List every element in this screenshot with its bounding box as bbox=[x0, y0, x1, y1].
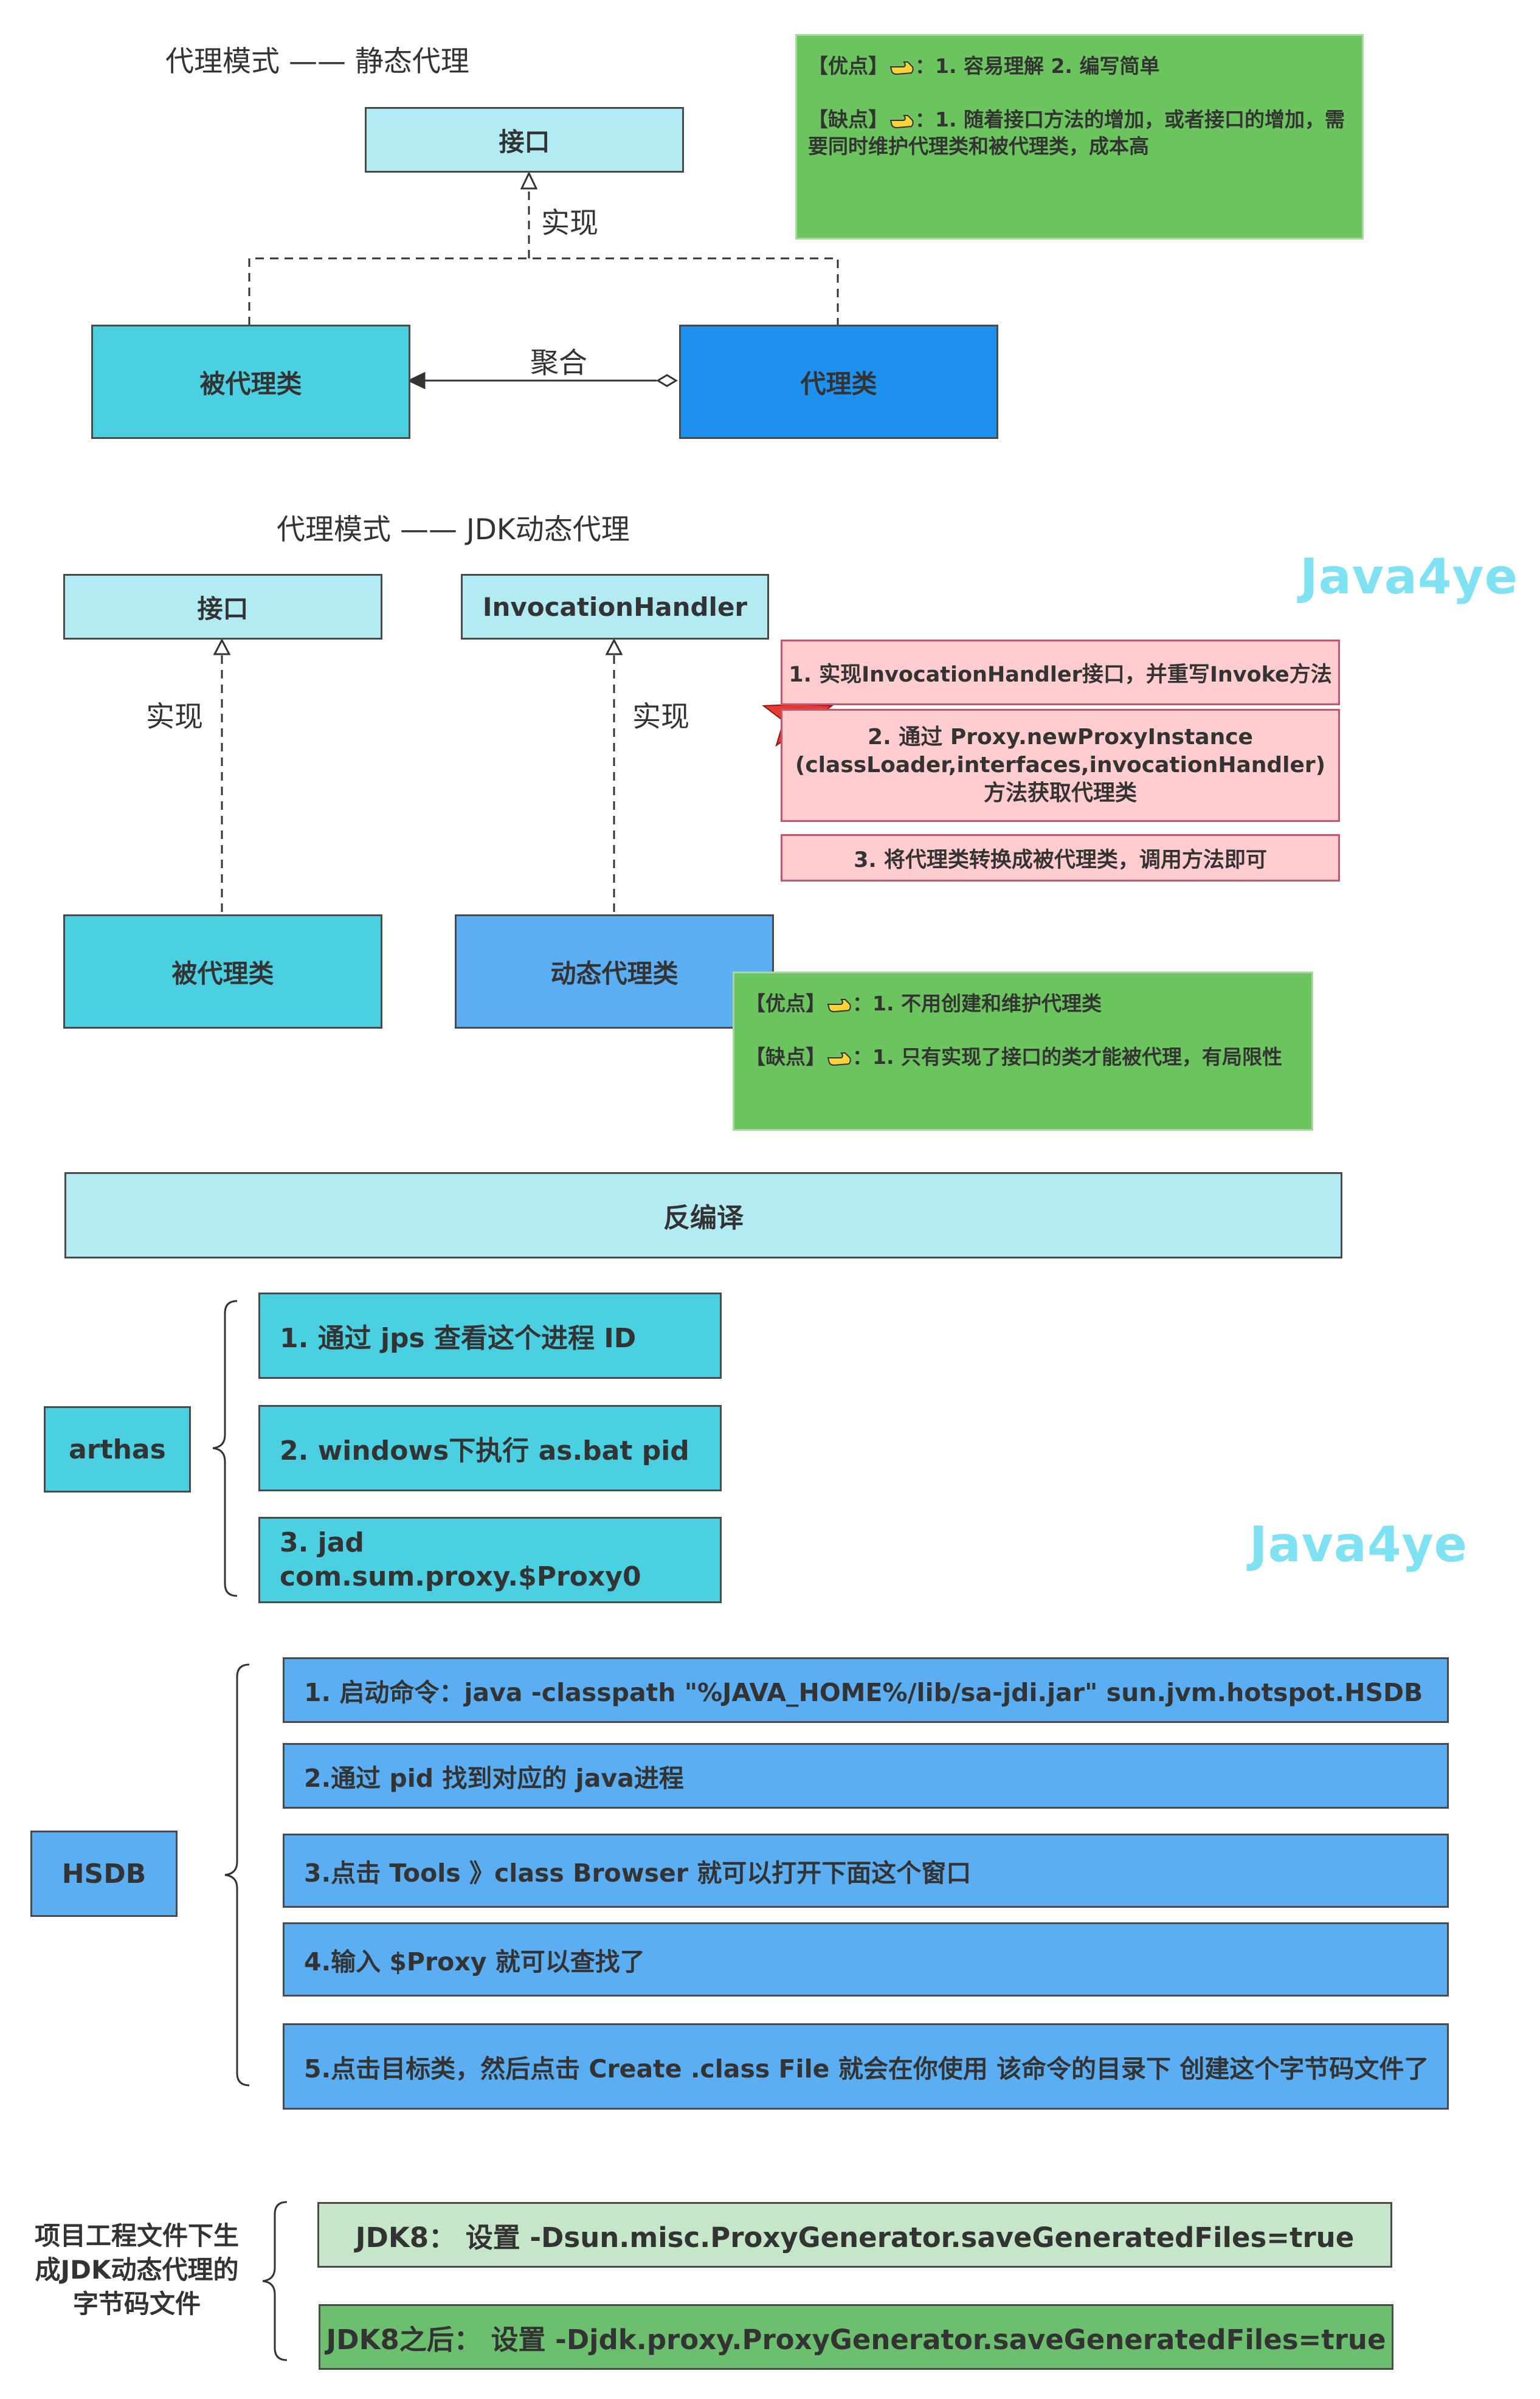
jdk-step1-box: 1. 实现InvocationHandler接口，并重写Invoke方法 bbox=[781, 640, 1340, 705]
hsdb-step-2: 2.通过 pid 找到对应的 java进程 bbox=[283, 1743, 1449, 1809]
bytecode-brace bbox=[262, 2201, 288, 2361]
static-pros-tag: 【优点】 bbox=[808, 54, 888, 78]
jdk-realization-lines bbox=[213, 638, 623, 912]
hsdb-step-3-label: 3.点击 Tools 》class Browser 就可以打开下面这个窗口 bbox=[304, 1859, 972, 1888]
jdk-step3-label: 3. 将代理类转换成被代理类，调用方法即可 bbox=[854, 847, 1267, 872]
watermark: Java4ye bbox=[1249, 1516, 1468, 1573]
pointing-hand-icon bbox=[889, 61, 914, 75]
aggregation-arrow bbox=[407, 371, 678, 390]
static-proxied-class-box: 被代理类 bbox=[91, 325, 410, 439]
hsdb-step-4: 4.输入 $Proxy 就可以查找了 bbox=[283, 1922, 1449, 1997]
static-cons-text: ：1. 随着接口方法的增加，或者接口的增加，需要同时维护代理类和被代理类，成本高 bbox=[808, 108, 1345, 158]
jdk-proxied-class-label: 被代理类 bbox=[171, 958, 274, 989]
decompile-title: 反编译 bbox=[663, 1203, 744, 1234]
hsdb-step-4-label: 4.输入 $Proxy 就可以查找了 bbox=[304, 1947, 645, 1976]
static-proxy-title: 代理模式 —— 静态代理 bbox=[165, 45, 469, 78]
static-interface-label: 接口 bbox=[499, 126, 550, 157]
jdk-after-8-setting-box: JDK8之后： 设置 -Djdk.proxy.ProxyGenerator.sa… bbox=[319, 2304, 1393, 2370]
jdk-step1-label: 1. 实现InvocationHandler接口，并重写Invoke方法 bbox=[789, 662, 1332, 687]
jdk-cons-text: ：1. 只有实现了接口的类才能被代理，有局限性 bbox=[852, 1045, 1282, 1069]
hsdb-label: HSDB bbox=[61, 1858, 147, 1890]
hsdb-step-2-label: 2.通过 pid 找到对应的 java进程 bbox=[304, 1764, 684, 1793]
hsdb-step-5-label: 5.点击目标类，然后点击 Create .class File 就会在你使用 该… bbox=[304, 2054, 1429, 2083]
static-pros-text: ：1. 容易理解 2. 编写简单 bbox=[915, 54, 1160, 78]
pointing-hand-icon bbox=[827, 998, 851, 1012]
jdk-step2-box: 2. 通过 Proxy.newProxyInstance (classLoade… bbox=[781, 709, 1340, 822]
jdk-proxy-title: 代理模式 —— JDK动态代理 bbox=[277, 513, 630, 547]
bytecode-label: 项目工程文件下生成JDK动态代理的字节码文件 bbox=[34, 2221, 239, 2319]
jdk-pros-tag: 【优点】 bbox=[745, 992, 826, 1015]
hsdb-label-box: HSDB bbox=[30, 1831, 178, 1917]
static-realization-lines bbox=[248, 171, 839, 325]
jdk8-setting-box: JDK8： 设置 -Dsun.misc.ProxyGenerator.saveG… bbox=[317, 2202, 1392, 2268]
jdk-interface-label: 接口 bbox=[197, 593, 249, 624]
jdk-step2-line2: (classLoader,interfaces,invocationHandle… bbox=[795, 753, 1326, 778]
static-implements-label: 实现 bbox=[541, 207, 598, 240]
arthas-brace bbox=[212, 1300, 238, 1597]
jdk-interface-box: 接口 bbox=[63, 574, 382, 640]
dynamic-proxy-class-box: 动态代理类 bbox=[455, 914, 774, 1029]
hsdb-step-5: 5.点击目标类，然后点击 Create .class File 就会在你使用 该… bbox=[283, 2023, 1449, 2110]
jdk-proxied-class-box: 被代理类 bbox=[63, 914, 382, 1029]
jdk-cons-tag: 【缺点】 bbox=[745, 1045, 826, 1069]
jdk-implements-right-label: 实现 bbox=[632, 700, 689, 734]
pointing-hand-icon bbox=[827, 1052, 851, 1066]
hsdb-step-1-label: 1. 启动命令：java -classpath "%JAVA_HOME%/lib… bbox=[304, 1678, 1423, 1707]
aggregation-label: 聚合 bbox=[530, 347, 587, 380]
jdk-step3-box: 3. 将代理类转换成被代理类，调用方法即可 bbox=[781, 834, 1340, 882]
jdk-implements-left-label: 实现 bbox=[146, 700, 203, 734]
jdk-pros-cons-note: 【优点】 ：1. 不用创建和维护代理类 【缺点】 ：1. 只有实现了接口的类才能被代… bbox=[733, 972, 1313, 1131]
arthas-step-2: 2. windows下执行 as.bat pid bbox=[258, 1405, 722, 1491]
watermark: Java4ye bbox=[1300, 548, 1518, 605]
jdk-pros-text: ：1. 不用创建和维护代理类 bbox=[852, 992, 1102, 1015]
arthas-step-2-label: 2. windows下执行 as.bat pid bbox=[280, 1435, 689, 1466]
static-proxied-class-label: 被代理类 bbox=[199, 368, 302, 399]
arthas-step-3: 3. jad com.sum.proxy.$Proxy0 bbox=[258, 1517, 722, 1603]
jdk-after-8-setting-label: JDK8之后： 设置 -Djdk.proxy.ProxyGenerator.sa… bbox=[326, 2323, 1386, 2356]
jdk8-setting-label: JDK8： 设置 -Dsun.misc.ProxyGenerator.saveG… bbox=[355, 2221, 1355, 2254]
dynamic-proxy-class-label: 动态代理类 bbox=[550, 958, 678, 989]
arthas-label-box: arthas bbox=[44, 1406, 191, 1493]
hsdb-brace bbox=[224, 1663, 250, 2087]
static-cons-tag: 【缺点】 bbox=[808, 108, 888, 131]
jdk-step2-line3: 方法获取代理类 bbox=[983, 781, 1137, 806]
jdk-step2-line1: 2. 通过 Proxy.newProxyInstance bbox=[868, 725, 1253, 750]
decompile-title-box: 反编译 bbox=[64, 1172, 1342, 1258]
arthas-label: arthas bbox=[69, 1434, 166, 1465]
pointing-hand-icon bbox=[889, 114, 914, 128]
hsdb-step-1: 1. 启动命令：java -classpath "%JAVA_HOME%/lib… bbox=[283, 1657, 1449, 1723]
hsdb-step-3: 3.点击 Tools 》class Browser 就可以打开下面这个窗口 bbox=[283, 1834, 1449, 1908]
invocation-handler-label: InvocationHandler bbox=[482, 592, 748, 622]
static-proxy-class-box: 代理类 bbox=[679, 325, 998, 439]
static-interface-box: 接口 bbox=[365, 107, 684, 173]
invocation-handler-box: InvocationHandler bbox=[461, 574, 769, 640]
arthas-step-1: 1. 通过 jps 查看这个进程 ID bbox=[258, 1293, 722, 1379]
arthas-step-3-label: 3. jad com.sum.proxy.$Proxy0 bbox=[280, 1527, 641, 1592]
static-pros-cons-note: 【优点】 ：1. 容易理解 2. 编写简单 【缺点】：1. 随着接口方法的增加，或… bbox=[795, 34, 1364, 240]
arthas-step-1-label: 1. 通过 jps 查看这个进程 ID bbox=[280, 1323, 637, 1354]
static-proxy-class-label: 代理类 bbox=[800, 368, 877, 399]
